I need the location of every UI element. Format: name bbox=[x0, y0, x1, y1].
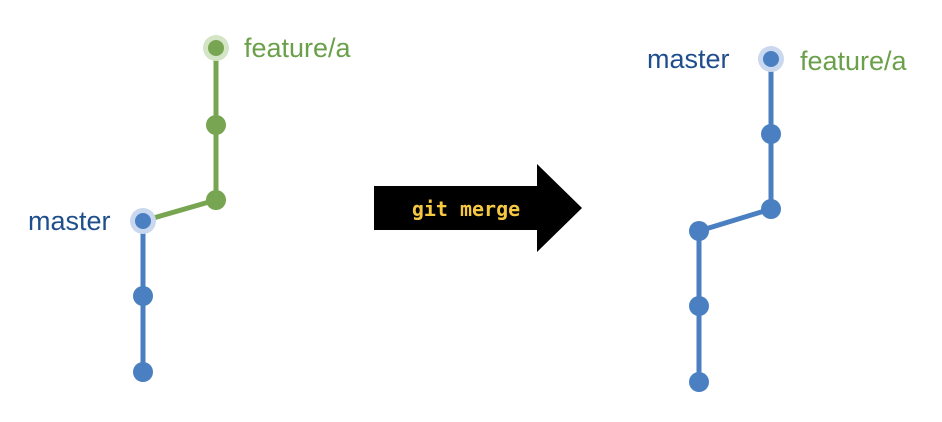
before-master-commit-2 bbox=[133, 286, 153, 306]
after-commit-4 bbox=[761, 199, 781, 219]
after-commit-3 bbox=[689, 221, 709, 241]
merge-operation: git merge bbox=[374, 164, 582, 252]
right-arrow-icon bbox=[374, 164, 582, 252]
after-edge-3 bbox=[696, 206, 774, 234]
before-master-commit-1 bbox=[133, 362, 153, 382]
before-feature-head-commit bbox=[208, 40, 224, 56]
after-feature-label: feature/a bbox=[800, 46, 908, 76]
merge-operation-label: git merge bbox=[412, 197, 520, 221]
after-graph: master feature/a bbox=[647, 44, 908, 392]
before-master-label: master bbox=[28, 206, 111, 236]
after-head-commit bbox=[763, 51, 779, 67]
after-commit-1 bbox=[689, 372, 709, 392]
before-feature-label: feature/a bbox=[244, 33, 352, 63]
after-commit-5 bbox=[761, 124, 781, 144]
before-feature-commit-1 bbox=[206, 190, 226, 210]
before-master-head-commit bbox=[135, 213, 151, 229]
after-commit-2 bbox=[689, 296, 709, 316]
before-feature-commit-2 bbox=[206, 115, 226, 135]
before-graph: master feature/a bbox=[28, 33, 352, 382]
after-master-label: master bbox=[647, 44, 730, 74]
